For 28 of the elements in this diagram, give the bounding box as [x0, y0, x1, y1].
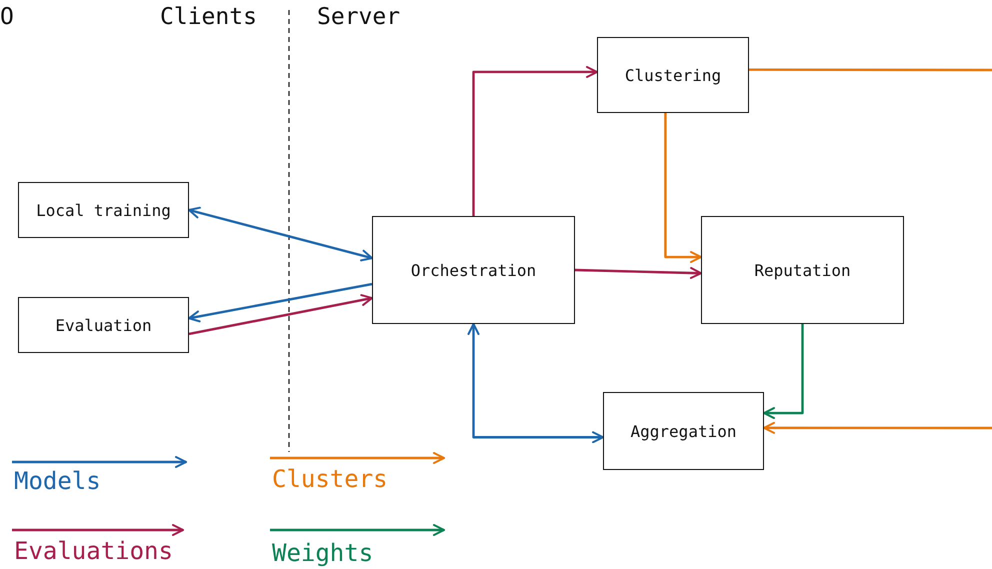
arrow: [574, 266, 702, 279]
legend-label: Weights: [272, 539, 374, 567]
arrow: [188, 294, 373, 336]
arrow: [472, 66, 598, 216]
process-box: [701, 216, 904, 324]
node-label: Evaluation: [55, 316, 152, 334]
process-box: [603, 392, 764, 470]
process-box: [18, 297, 189, 353]
node-label: Local training: [36, 200, 171, 220]
arrow: [763, 422, 992, 434]
node-label: Aggregation: [630, 422, 736, 440]
arrow: [188, 282, 372, 322]
node-label: Reputation: [754, 260, 851, 280]
arrow: [763, 324, 804, 420]
node-label: Clustering: [624, 66, 722, 84]
node-label: Orchestration: [410, 260, 536, 280]
arrow: [188, 206, 373, 262]
arrow: [664, 113, 702, 264]
legend-label: Models: [14, 467, 101, 495]
section-heading: O: [0, 4, 14, 30]
process-box: [18, 182, 189, 238]
section-heading: Clients: [160, 4, 257, 30]
arrow: [468, 323, 604, 444]
section-heading: Server: [317, 4, 400, 30]
process-box: [597, 37, 749, 113]
legend-label: Clusters: [272, 465, 388, 493]
process-box: [372, 216, 575, 324]
legend-label: Evaluations: [14, 537, 173, 565]
